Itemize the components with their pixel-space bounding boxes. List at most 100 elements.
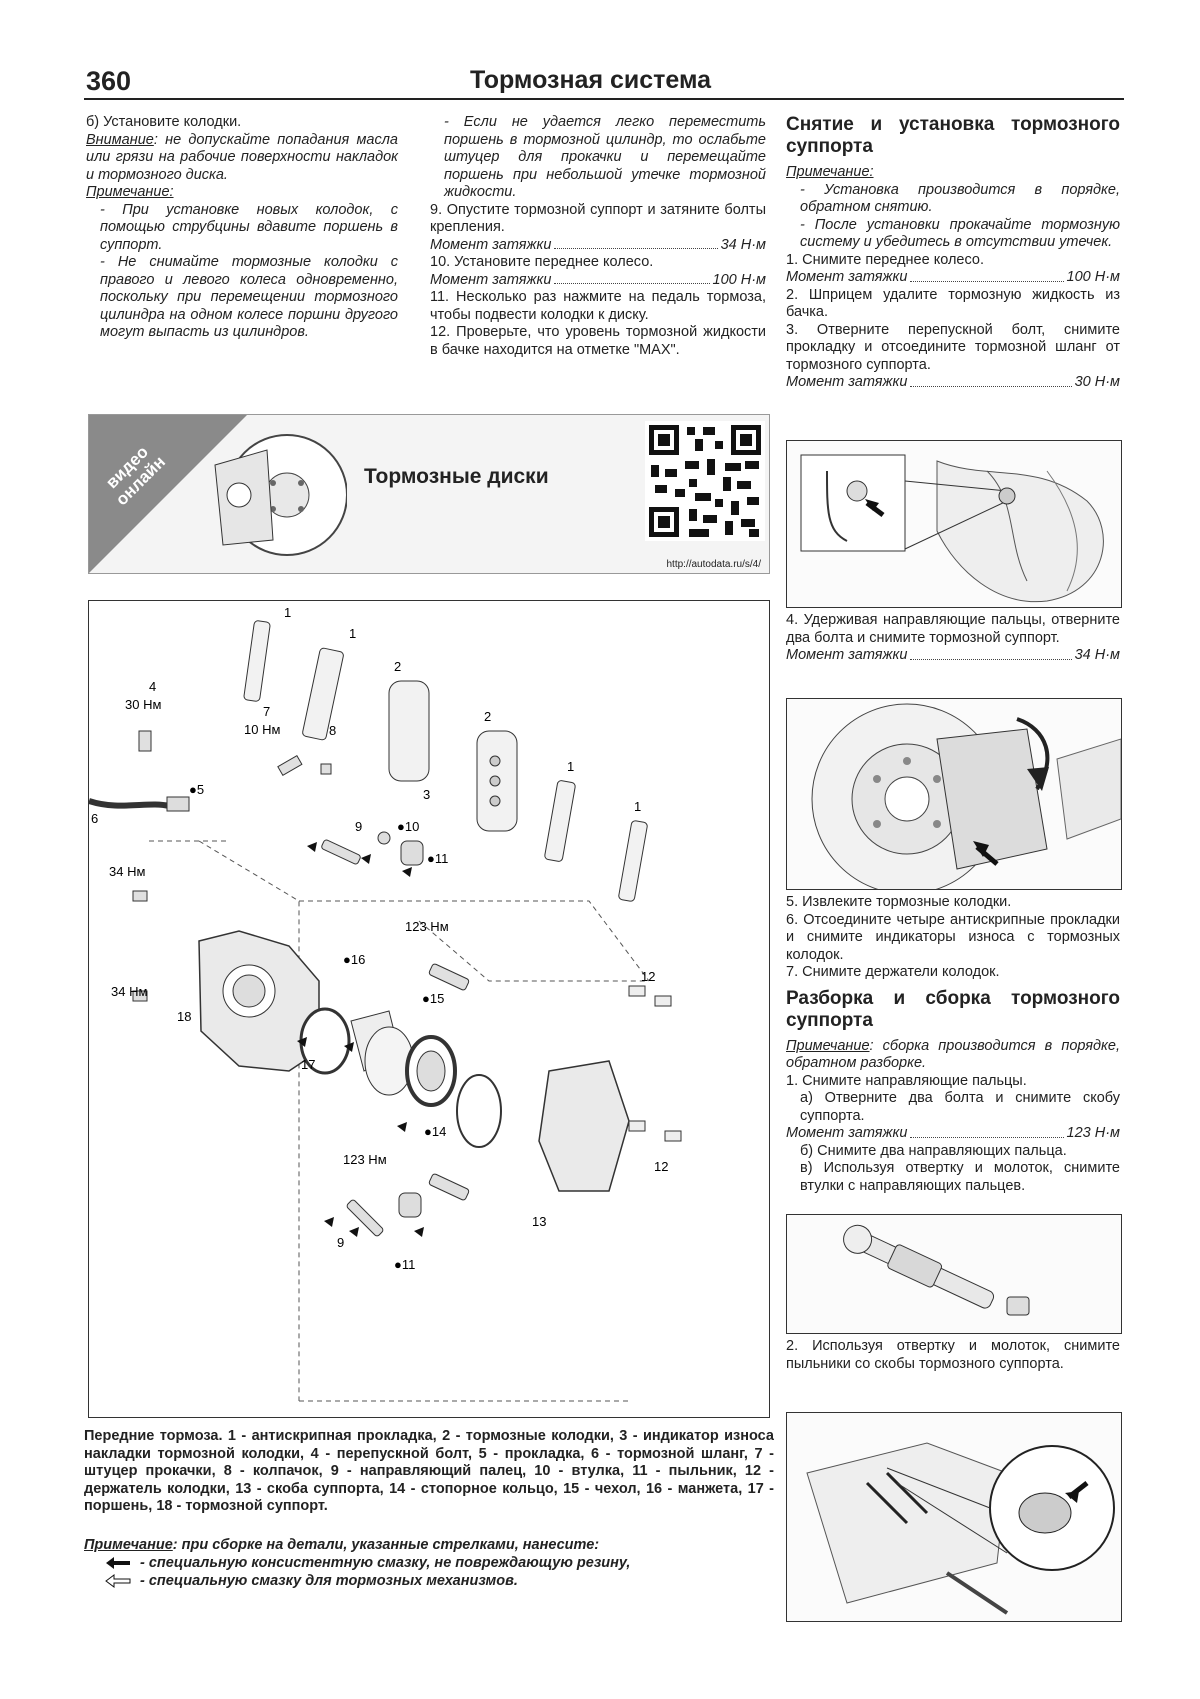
step-1: 1. Снимите переднее колесо. bbox=[786, 251, 984, 268]
section-title-disassembly: Разборка и сборка тормозного суппорта bbox=[786, 987, 1120, 1031]
column-3-step2: 2. Используя отвертку и молоток, снимите… bbox=[786, 1338, 1120, 1373]
label-11a: ●11 bbox=[427, 851, 448, 866]
note-label: Примечание: bbox=[786, 164, 874, 180]
warning-label: Внимание bbox=[86, 131, 154, 148]
photo-guide-pin bbox=[786, 1214, 1122, 1334]
label-2a: 2 bbox=[394, 659, 401, 674]
torque-3: Момент затяжки 30 Н·м bbox=[786, 374, 1120, 392]
note-2: - Не снимайте тормозные колодки с правог… bbox=[100, 254, 398, 340]
label-12b: 12 bbox=[654, 1159, 668, 1174]
label-1a: 1 bbox=[284, 605, 291, 620]
page-number: 360 bbox=[86, 66, 132, 96]
photo-dust-boot bbox=[786, 1412, 1122, 1622]
step-3: 3. Отверните перепускной болт, снимите п… bbox=[786, 321, 1120, 373]
label-17: 17 bbox=[301, 1057, 315, 1072]
torque-value: 30 Н·м bbox=[1074, 374, 1120, 390]
label-12a: 12 bbox=[641, 969, 655, 984]
qr-url[interactable]: http://autodata.ru/s/4/ bbox=[666, 559, 761, 570]
note-label: Примечание bbox=[786, 1037, 870, 1054]
torque-label: Момент затяжки bbox=[430, 271, 552, 288]
label-6: 6 bbox=[91, 811, 98, 826]
disassembly-step-1a: а) Отверните два болта и снимите скобу с… bbox=[800, 1090, 1120, 1124]
label-9b: 9 bbox=[337, 1235, 344, 1250]
photo-caliper-removal-drawing bbox=[787, 699, 1121, 889]
step-6: 6. Отсоедините четыре антискрипные прокл… bbox=[786, 911, 1120, 963]
white-arrow-icon bbox=[105, 1574, 131, 1588]
torque-1: Момент затяжки 100 Н·м bbox=[786, 269, 1120, 287]
step-10: 10. Установите переднее колесо. bbox=[430, 254, 654, 270]
qr-code-icon[interactable] bbox=[645, 421, 765, 541]
photo-guide-pin-drawing bbox=[787, 1215, 1121, 1333]
step-11: 11. Несколько раз нажмите на педаль торм… bbox=[430, 289, 766, 323]
torque-label: Момент затяжки bbox=[786, 269, 908, 285]
torque-value: 34 Н·м bbox=[720, 236, 766, 253]
legend-black-arrow: - специальную консистентную смазку, не п… bbox=[104, 1554, 774, 1572]
exploded-diagram-drawing: 4 30 Нм 7 10 Нм 8 ●5 6 34 Нм 34 Нм 18 1 … bbox=[89, 605, 682, 1402]
label-1d: 1 bbox=[634, 799, 641, 814]
note-1: - При установке новых колодок, с помощью… bbox=[100, 201, 398, 253]
disassembly-step-1c: в) Используя отвертку и молоток, снимите… bbox=[800, 1160, 1120, 1194]
torque-label: Момент затяжки bbox=[786, 374, 908, 390]
torque-123: Момент затяжки 123 Н·м bbox=[786, 1125, 1120, 1143]
step-9: 9. Опустите тормозной суппорт и затяните… bbox=[430, 201, 766, 236]
banner-title: Тормозные диски bbox=[364, 465, 549, 488]
disassembly-step-2: 2. Используя отвертку и молоток, снимите… bbox=[786, 1338, 1120, 1372]
column-2: - Если не удается легко переместить порш… bbox=[430, 114, 766, 359]
photo-bleeder-bolt bbox=[786, 440, 1122, 608]
lubrication-note-line: Примечание: при сборке на детали, указан… bbox=[84, 1536, 774, 1554]
note-text: : при сборке на детали, указанные стрелк… bbox=[172, 1537, 600, 1553]
torque-label: Момент затяжки bbox=[786, 1125, 908, 1141]
column-3-step4: 4. Удерживая направляющие пальцы, отверн… bbox=[786, 612, 1120, 665]
step-7: 7. Снимите держатели колодок. bbox=[786, 964, 1000, 980]
step-2: 2. Шприцем удалите тормозную жидкость из… bbox=[786, 286, 1120, 321]
step-5: 5. Извлеките тормозные колодки. bbox=[786, 894, 1012, 910]
black-arrow-icon bbox=[106, 1557, 130, 1569]
label-18: 18 bbox=[177, 1009, 191, 1024]
label-5: ●5 bbox=[189, 782, 204, 797]
label-34nm-2: 34 Нм bbox=[111, 984, 147, 999]
label-14: ●14 bbox=[424, 1124, 446, 1139]
section-title-removal: Снятие и установка тормозного суппорта bbox=[786, 114, 1120, 157]
note-1: - Установка производится в порядке, обра… bbox=[800, 181, 1120, 216]
label-13: 13 bbox=[532, 1214, 546, 1229]
disassembly-step-1b: б) Снимите два направляющих пальца. bbox=[800, 1142, 1067, 1159]
torque-value: 123 Н·м bbox=[1066, 1125, 1120, 1141]
label-8: 8 bbox=[329, 723, 336, 738]
torque-value: 34 Н·м bbox=[1074, 647, 1120, 663]
label-4: 4 bbox=[149, 679, 156, 694]
legend-text-2: - специальную смазку для тормозных механ… bbox=[140, 1573, 518, 1589]
warning-text: : не допускайте попадания масла или гряз… bbox=[86, 131, 398, 183]
column-3-mid: 5. Извлеките тормозные колодки. 6. Отсое… bbox=[786, 894, 1120, 1195]
column-1: б) Установите колодки. Внимание: не допу… bbox=[86, 114, 398, 342]
label-1b: 1 bbox=[349, 626, 356, 641]
warning: Внимание: не допускайте попадания масла … bbox=[86, 132, 398, 185]
torque-value: 100 Н·м bbox=[1066, 269, 1120, 285]
note-piston: - Если не удается легко переместить порш… bbox=[444, 114, 766, 200]
note-label: Примечание bbox=[84, 1537, 173, 1553]
label-34nm-1: 34 Нм bbox=[109, 864, 145, 879]
page-title: Тормозная система bbox=[470, 66, 712, 94]
step-4: 4. Удерживая направляющие пальцы, отверн… bbox=[786, 612, 1120, 646]
label-3: 3 bbox=[423, 787, 430, 802]
note-2: - После установки прокачайте тормозную с… bbox=[800, 216, 1120, 251]
note-label: Примечание: bbox=[86, 184, 174, 200]
step-b: б) Установите колодки. bbox=[86, 114, 242, 130]
label-10: ●10 bbox=[397, 819, 419, 834]
label-7: 7 bbox=[263, 704, 270, 719]
column-3-top: Снятие и установка тормозного суппорта П… bbox=[786, 114, 1120, 392]
label-123nm-1: 123 Нм bbox=[405, 919, 449, 934]
label-1c: 1 bbox=[567, 759, 574, 774]
label-10nm: 10 Нм bbox=[244, 722, 280, 737]
note-text: : сборка производится в порядке, обратно… bbox=[786, 1037, 1120, 1072]
brake-disc-illustration bbox=[214, 434, 347, 556]
label-123nm-2: 123 Нм bbox=[343, 1152, 387, 1167]
photo-dust-boot-drawing bbox=[787, 1413, 1121, 1621]
photo-bleeder-bolt-drawing bbox=[787, 441, 1121, 607]
step-12: 12. Проверьте, что уровень тормозной жид… bbox=[430, 324, 766, 358]
label-16: ●16 bbox=[343, 952, 365, 967]
label-15: ●15 bbox=[422, 991, 444, 1006]
